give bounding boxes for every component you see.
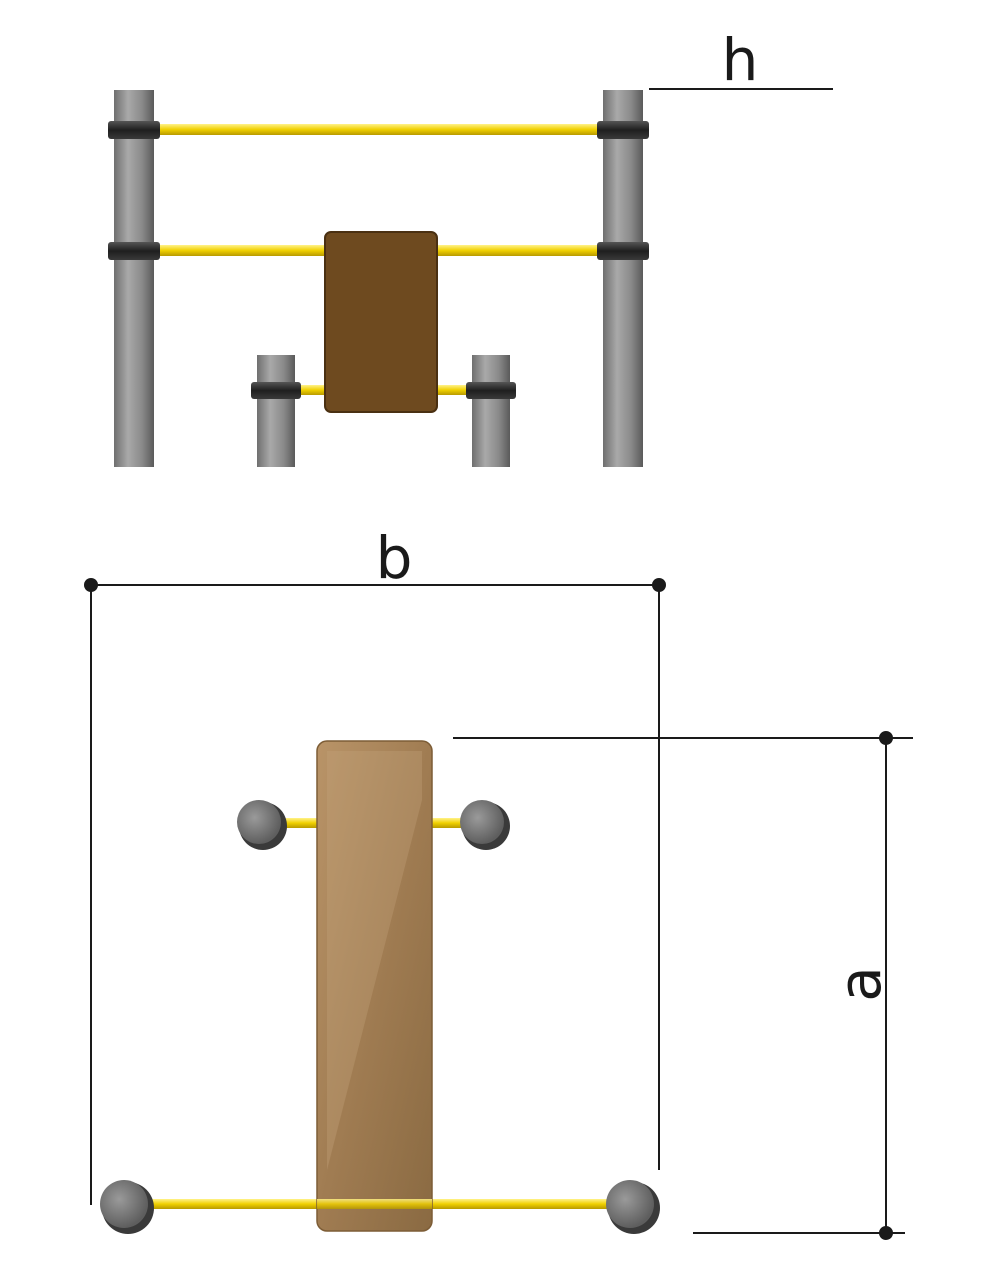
length-label: a xyxy=(826,966,894,1002)
front-left-tall-post xyxy=(114,90,154,467)
top-bottom-left-post-cap xyxy=(100,1180,148,1228)
front-clamp-right-low xyxy=(466,382,516,399)
front-top-bar xyxy=(154,124,603,135)
top-upper-right-post-cap xyxy=(460,800,504,844)
height-dimension: h xyxy=(649,26,833,94)
top-upper-right-bar xyxy=(425,818,465,828)
width-left-dot xyxy=(84,578,98,592)
length-bottom-dot xyxy=(879,1226,893,1240)
width-right-dot xyxy=(652,578,666,592)
front-clamp-left-top xyxy=(108,121,160,139)
front-view xyxy=(108,90,649,467)
top-view: b a xyxy=(84,524,913,1240)
front-left-short-post xyxy=(257,355,295,467)
height-label: h xyxy=(722,26,759,94)
top-upper-left-post-cap xyxy=(237,800,281,844)
front-right-tall-post xyxy=(603,90,643,467)
front-backrest xyxy=(325,232,437,412)
top-upper-left-bar xyxy=(283,818,323,828)
length-top-dot xyxy=(879,731,893,745)
top-bench-highlight xyxy=(327,751,422,1170)
top-bottom-bar-over-bench xyxy=(317,1199,432,1209)
front-backrest-shade xyxy=(324,231,438,413)
front-clamp-left-middle xyxy=(108,242,160,260)
front-right-short-post xyxy=(472,355,510,467)
width-label: b xyxy=(376,524,413,592)
front-clamp-right-middle xyxy=(597,242,649,260)
top-bench-outline xyxy=(316,740,433,1232)
front-clamp-right-top xyxy=(597,121,649,139)
top-bench xyxy=(317,741,432,1231)
front-clamp-left-low xyxy=(251,382,301,399)
top-bottom-right-post-cap xyxy=(606,1180,654,1228)
